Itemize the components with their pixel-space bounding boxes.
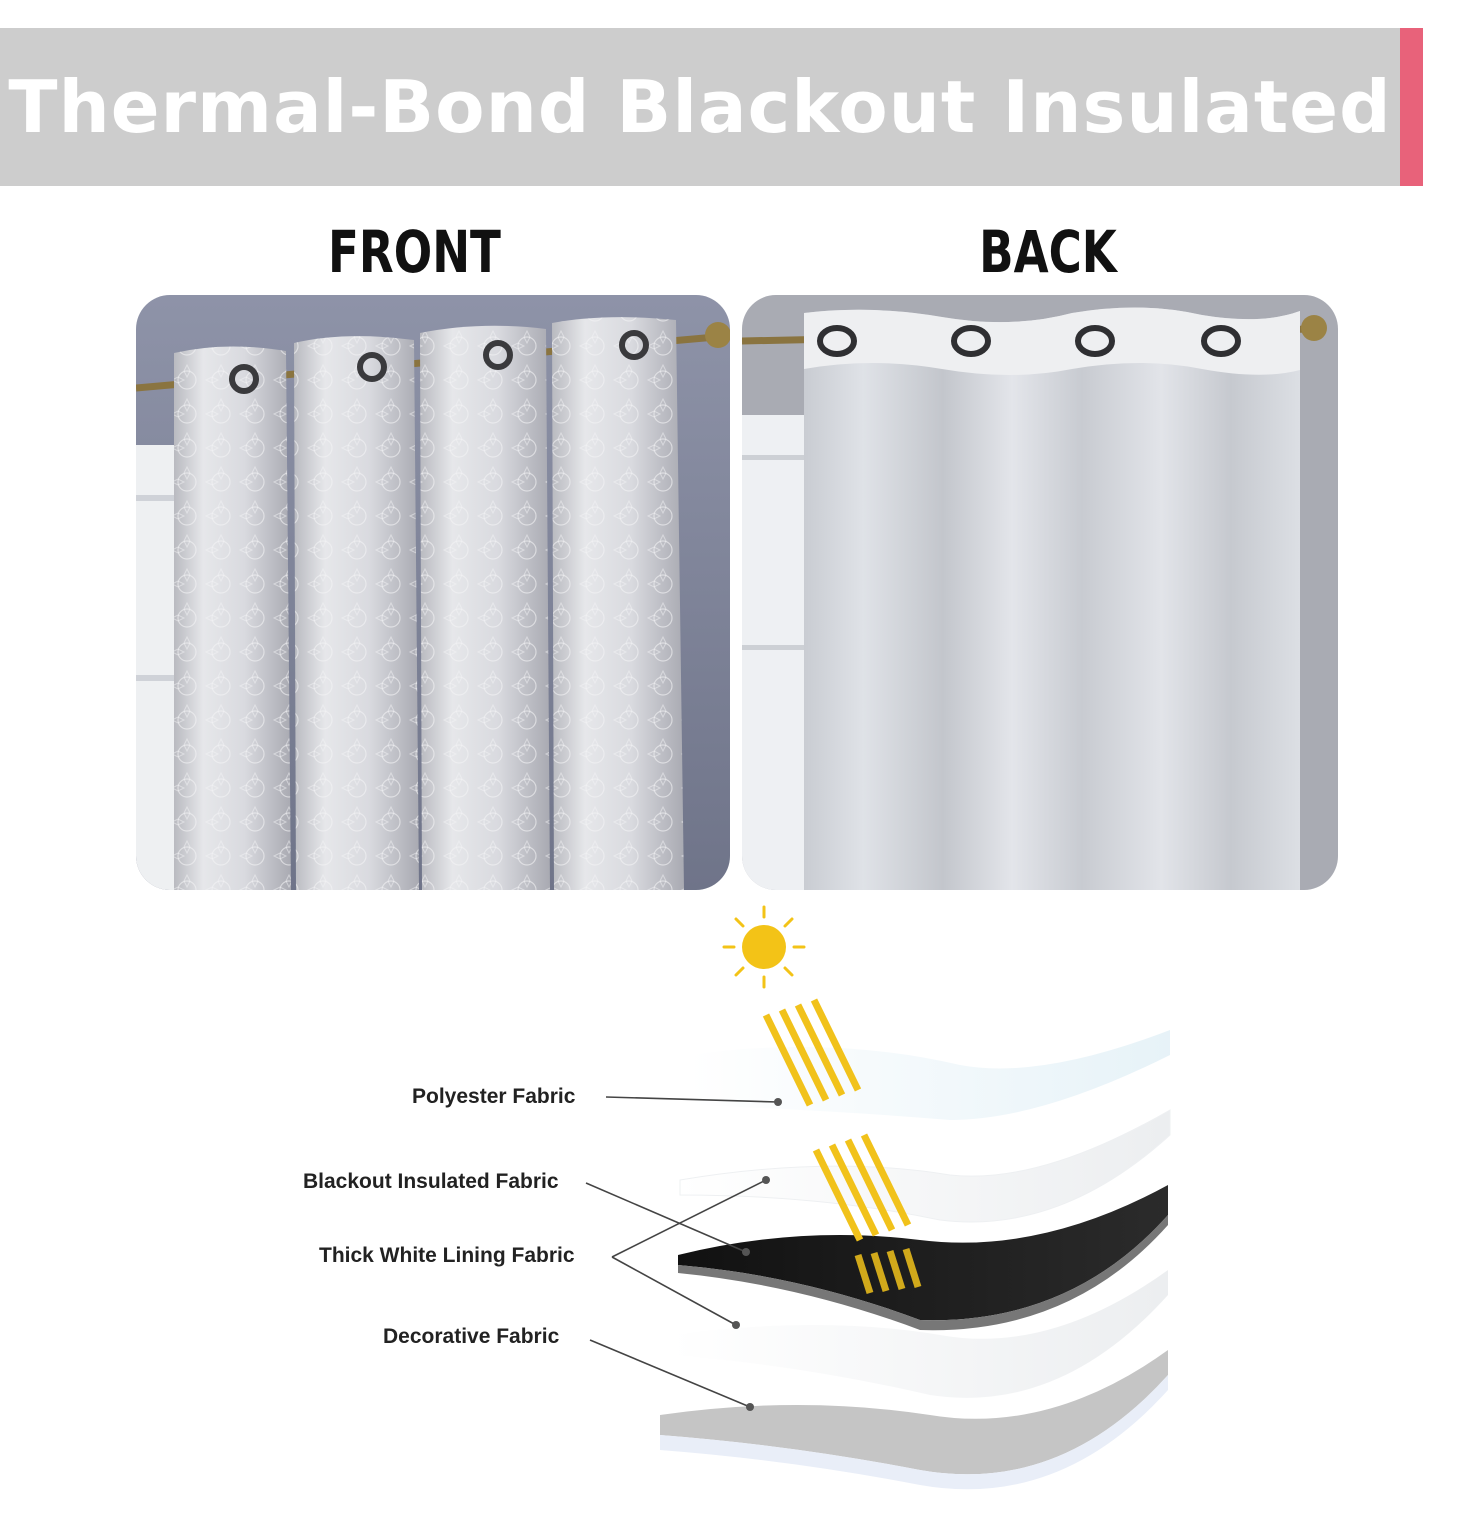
- layer-label-blackout: Blackout Insulated Fabric: [303, 1170, 559, 1193]
- front-curtain-image: [136, 295, 730, 890]
- light-rays-icon: [762, 998, 922, 1295]
- front-label: FRONT: [328, 218, 501, 286]
- banner-accent-bar: [1400, 28, 1423, 186]
- page-title: Thermal-Bond Blackout Insulated: [8, 65, 1392, 149]
- title-banner: Thermal-Bond Blackout Insulated: [0, 28, 1400, 186]
- layer-label-decorative: Decorative Fabric: [383, 1325, 560, 1348]
- back-curtain-image: [742, 295, 1338, 890]
- back-label: BACK: [979, 218, 1117, 286]
- layer-label-lining: Thick White Lining Fabric: [319, 1244, 575, 1267]
- sun-icon: [722, 905, 806, 989]
- layer-label-polyester: Polyester Fabric: [412, 1085, 576, 1108]
- fabric-layer-diagram: Polyester Fabric Blackout Insulated Fabr…: [0, 895, 1484, 1536]
